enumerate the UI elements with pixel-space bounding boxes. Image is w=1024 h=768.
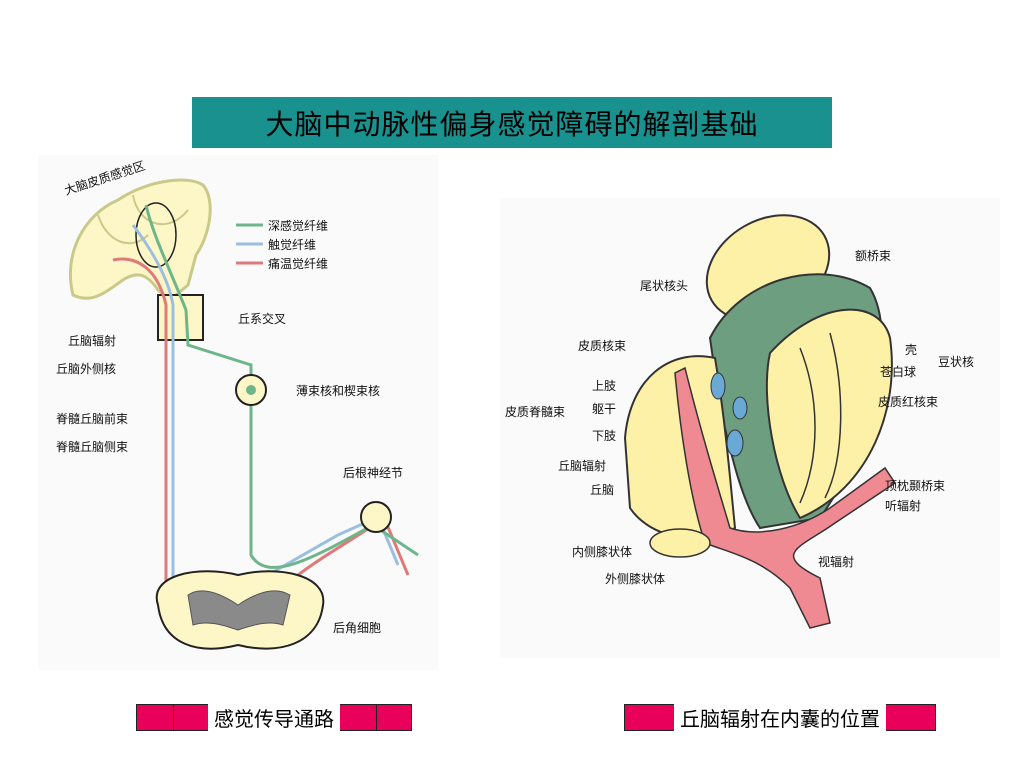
geniculate-shape	[649, 528, 711, 558]
thalamic-radiation-shape	[674, 366, 897, 629]
label-caudate-head: 尾状核头	[640, 279, 688, 293]
label-upper-limb: 上肢	[592, 378, 616, 393]
label-frontopontine: 额桥束	[855, 249, 891, 263]
lentiform-shape	[765, 308, 893, 520]
internal-capsule-figure: 额桥束 尾状核头 皮质核束 壳 豆状核 苍白球 上肢 躯干 下肢 皮质脊髓束 皮…	[500, 198, 1000, 658]
label-horn-cell: 后角细胞	[333, 621, 381, 635]
label-decussation: 丘系交叉	[238, 311, 286, 326]
right-caption-box: 丘脑辐射在内囊的位置	[624, 703, 936, 732]
legend-pain-temp: 痛温觉纤维	[268, 256, 328, 271]
label-vpl-nucleus: 丘脑外侧核	[56, 362, 116, 376]
label-thalamic-radiation: 丘脑辐射	[558, 458, 606, 473]
label-corticorubral: 皮质红核束	[878, 394, 938, 409]
deep-sensation-fiber	[144, 204, 419, 569]
internal-capsule-oval	[135, 202, 177, 268]
right-caption: 丘脑辐射在内囊的位置	[674, 703, 886, 732]
legend: 深感觉纤维 触觉纤维 痛温觉纤维	[236, 218, 328, 271]
legend-deep: 深感觉纤维	[268, 218, 328, 233]
label-lower-limb: 下肢	[592, 428, 616, 443]
label-corticobulbar: 皮质核束	[578, 339, 626, 353]
legend-touch: 触觉纤维	[268, 238, 316, 252]
label-lateral-geniculate: 外侧膝状体	[605, 572, 665, 586]
left-caption: 感觉传导通路	[208, 703, 340, 732]
label-thalamus: 丘脑	[590, 483, 614, 497]
label-putamen: 壳	[905, 343, 917, 357]
label-corticospinal: 皮质脊髓束	[505, 405, 565, 419]
slide-title: 大脑中动脉性偏身感觉障碍的解剖基础	[265, 107, 759, 141]
sensory-pathway-figure: 深感觉纤维 触觉纤维 痛温觉纤维 大脑皮质感觉区 丘系交叉 丘脑辐射 丘脑外侧核…	[38, 155, 438, 670]
left-caption-box: 感觉传导通路	[136, 703, 412, 732]
label-anterior-tract: 脊髓丘脑前束	[56, 411, 128, 426]
title-bar: 大脑中动脉性偏身感觉障碍的解剖基础	[192, 97, 832, 148]
label-globus-pallidus: 苍白球	[880, 364, 916, 379]
label-thalamic-radiation: 丘脑辐射	[68, 333, 116, 348]
label-occipitotemporopontine: 顶枕颞桥束	[885, 478, 945, 493]
dorsal-root-ganglion	[360, 501, 392, 533]
internal-capsule-diagram: 额桥束 尾状核头 皮质核束 壳 豆状核 苍白球 上肢 躯干 下肢 皮质脊髓束 皮…	[505, 214, 974, 629]
label-gracile-cuneate: 薄束核和楔束核	[296, 383, 380, 398]
sensory-pathway-diagram: 深感觉纤维 触觉纤维 痛温觉纤维 大脑皮质感觉区 丘系交叉 丘脑辐射 丘脑外侧核…	[56, 158, 419, 650]
label-optic-radiation: 视辐射	[818, 554, 854, 569]
label-trunk: 躯干	[592, 401, 616, 416]
label-lentiform: 豆状核	[938, 355, 974, 369]
label-auditory-radiation: 听辐射	[885, 498, 921, 513]
label-root-ganglion: 后根神经节	[343, 466, 403, 480]
label-lateral-tract: 脊髓丘脑侧束	[56, 440, 128, 454]
gray-matter	[187, 590, 291, 631]
label-medial-geniculate: 内侧膝状体	[572, 545, 632, 559]
